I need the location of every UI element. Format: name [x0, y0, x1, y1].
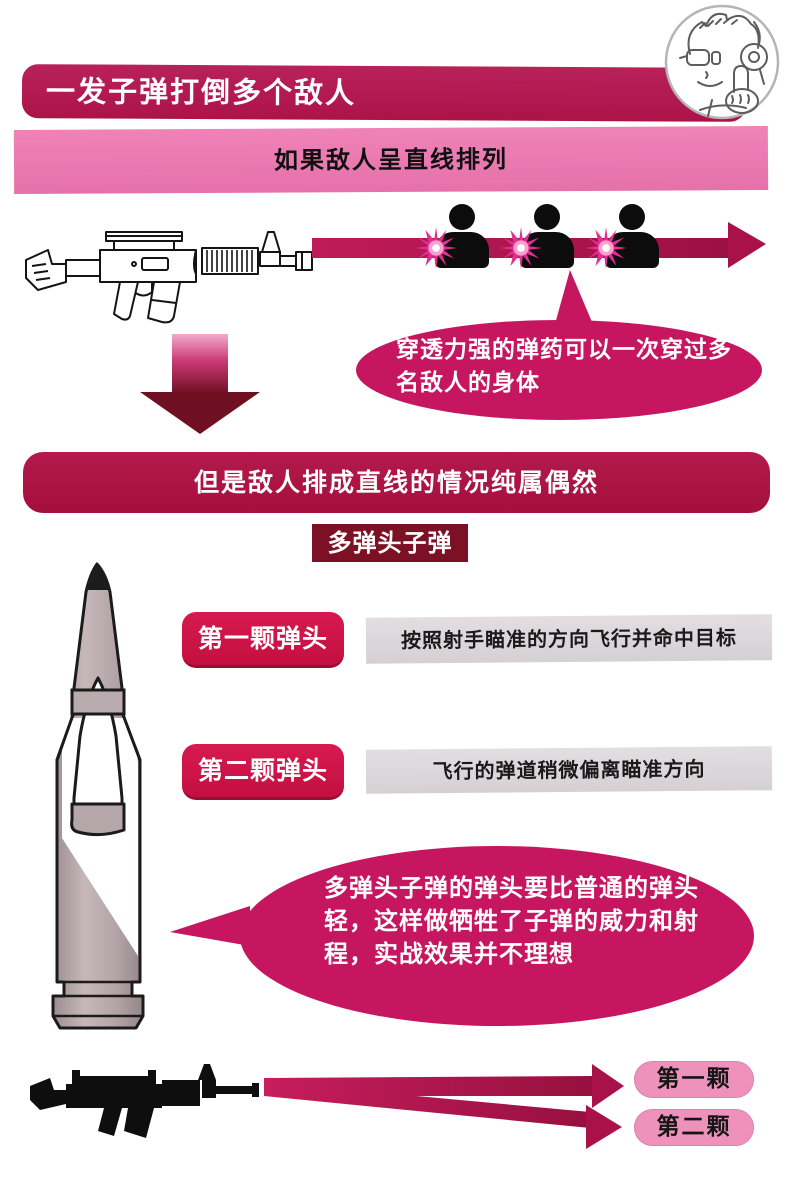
penetration-bubble-line1: 穿透力强的弹药可以一次穿过多	[396, 337, 732, 363]
down-arrow-shaft	[172, 334, 228, 394]
multi-projectile-cartridge-cutaway	[51, 562, 145, 1030]
warhead-1-label: 第一颗弹头	[182, 612, 344, 668]
drawback-bubble-line2: 轻，这样做牺牲了子弹的威力和射	[324, 907, 699, 935]
rifle-front-sight	[261, 231, 281, 253]
section-tag-multi-warhead: 多弹头子弹	[312, 524, 468, 562]
enemy-figure-1	[414, 204, 489, 270]
thumbs-up-boy-icon	[664, 4, 780, 120]
enemy-figure-2	[499, 204, 574, 270]
pill-first-projectile: 第一颗	[634, 1061, 754, 1098]
penetration-bubble-line2: 名敌人的身体	[396, 370, 540, 396]
enemy-head	[619, 204, 645, 230]
m4-carbine-line-art	[25, 231, 313, 324]
enemy-head	[449, 204, 475, 230]
warhead-1-desc: 按照射手瞄准的方向飞行并命中目标	[365, 614, 773, 664]
enemy-figure-3	[584, 204, 659, 270]
bubble-tail-left	[170, 906, 250, 946]
enemy-head	[534, 204, 560, 230]
down-arrow-icon	[140, 392, 260, 434]
bubble-tail-up	[555, 270, 592, 324]
trajectory-arrows	[264, 1064, 624, 1149]
warhead-2-label: 第二颗弹头	[182, 744, 344, 800]
impact-starburst-icon	[414, 226, 458, 270]
page-title: 一发子弹打倒多个敌人	[21, 64, 747, 122]
penetration-bubble: 穿透力强的弹药可以一次穿过多 名敌人的身体	[356, 320, 762, 420]
drawback-bubble: 多弹头子弹的弹头要比普通的弹头 轻，这样做牺牲了子弹的威力和射 程，实战效果并不…	[240, 846, 754, 1026]
warhead-2-desc: 飞行的弹道稍微偏离瞄准方向	[365, 746, 773, 794]
condition-banner: 如果敌人呈直线排列	[13, 126, 769, 194]
drawback-bubble-line3: 程，实战效果并不理想	[324, 940, 574, 968]
but-banner: 但是敌人排成直线的情况纯属偶然	[23, 452, 770, 513]
rifle-stock	[25, 249, 67, 291]
impact-starburst-icon	[584, 226, 628, 270]
pill-second-projectile: 第二颗	[634, 1109, 754, 1146]
drawback-bubble-line1: 多弹头子弹的弹头要比普通的弹头	[324, 874, 699, 902]
trajectory-arrow-2	[264, 1082, 590, 1128]
impact-starburst-icon	[499, 226, 543, 270]
m4-carbine-silhouette	[30, 1064, 259, 1138]
rifle-grip	[113, 281, 139, 321]
